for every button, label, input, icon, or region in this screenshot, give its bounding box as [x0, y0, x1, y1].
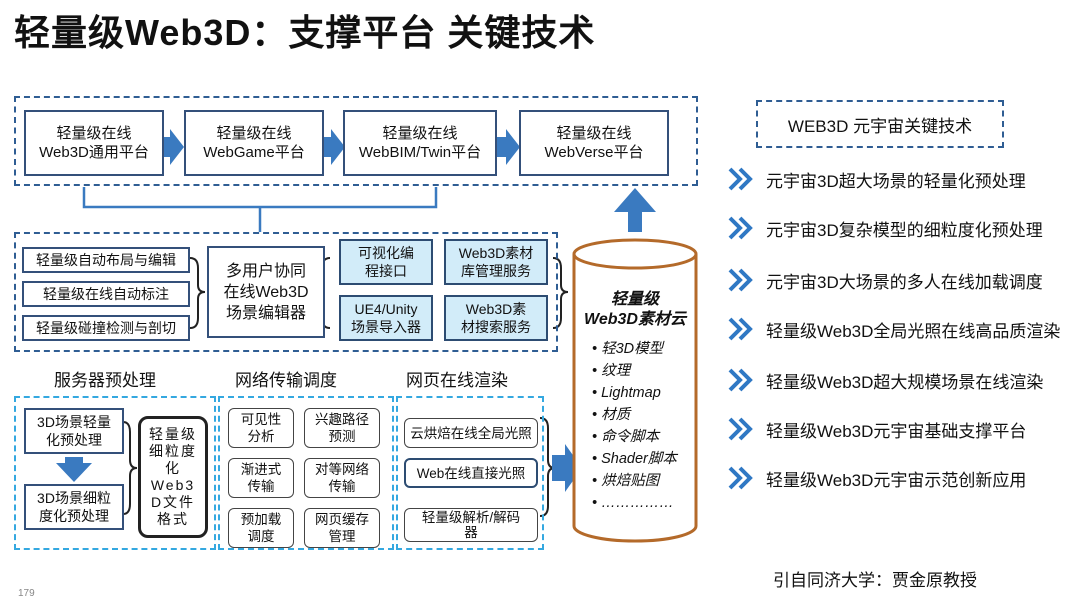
cloud-item: • ……………: [592, 495, 674, 511]
key-tech-text: 轻量级Web3D超大规模场景在线渲染: [766, 372, 1044, 392]
connector-line: [82, 187, 438, 232]
cloud-item: • 命令脚本: [592, 429, 660, 445]
preload-scheduling: 预加载 调度: [228, 508, 294, 548]
material-cloud-list: • 轻3D模型 • 纹理 • Lightmap • 材质 • 命令脚本 • Sh…: [592, 338, 694, 514]
key-tech-item: 轻量级Web3D超大规模场景在线渲染: [728, 365, 1043, 395]
key-tech-item: 元宇宙3D复杂模型的细粒度化预处理: [728, 213, 1043, 243]
collaborative-scene-editor: 多用户协同 在线Web3D 场景编辑器: [207, 246, 325, 338]
page-number: 179: [18, 588, 35, 599]
key-tech-text: 轻量级Web3D元宇宙基础支撑平台: [766, 421, 1027, 441]
platform-container: [14, 96, 698, 186]
web-rendering-label: 网页在线渲染: [406, 371, 508, 390]
brace-server: [122, 421, 138, 515]
cloud-baked-gi: 云烘焙在线全局光照: [404, 418, 538, 448]
double-chevron-icon: [728, 368, 753, 392]
brace-left: [189, 257, 206, 329]
cloud-item: • 材质: [592, 407, 631, 423]
lightweight-preprocess: 3D场景轻量 化预处理: [24, 408, 124, 454]
material-search-service: Web3D素 材搜索服务: [444, 295, 548, 341]
progressive-transmission: 渐进式 传输: [228, 458, 294, 498]
key-tech-item: 轻量级Web3D元宇宙基础支撑平台: [728, 414, 1026, 444]
visibility-analysis: 可见性 分析: [228, 408, 294, 448]
arrow-right-icon: [552, 444, 582, 492]
collision-detection-clipping: 轻量级碰撞检测与剖切: [22, 315, 190, 341]
cloud-item: • Shader脚本: [592, 451, 677, 467]
auto-layout-edit: 轻量级自动布局与编辑: [22, 247, 190, 273]
cloud-item: • 烘焙贴图: [592, 473, 660, 489]
material-library-service: Web3D素材 库管理服务: [444, 239, 548, 285]
key-tech-header: WEB3D 元宇宙关键技术: [756, 100, 1004, 148]
p2p-transmission: 对等网络 传输: [304, 458, 380, 498]
arrow-down-icon: [56, 457, 92, 482]
double-chevron-icon: [728, 317, 753, 341]
interest-path-prediction: 兴趣路径 预测: [304, 408, 380, 448]
platform-web3d-general: 轻量级在线 Web3D通用平台: [24, 110, 164, 176]
key-tech-text: 元宇宙3D大场景的多人在线加载调度: [766, 272, 1043, 292]
web-cache-management: 网页缓存 管理: [304, 508, 380, 548]
cloud-item: • 纹理: [592, 363, 631, 379]
online-auto-annotation: 轻量级在线自动标注: [22, 281, 190, 307]
key-tech-text: 元宇宙3D复杂模型的细粒度化预处理: [766, 220, 1043, 240]
online-direct-lighting: Web在线直接光照: [404, 458, 538, 488]
material-cloud-title: 轻量级 Web3D素材云: [584, 291, 686, 328]
page-title: 轻量级Web3D：支撑平台 关键技术: [14, 12, 596, 53]
network-scheduling-label: 网络传输调度: [235, 371, 337, 390]
network-section: [218, 396, 394, 550]
double-chevron-icon: [728, 216, 753, 240]
key-tech-text: 轻量级Web3D全局光照在线高品质渲染: [766, 321, 1061, 341]
visual-programming-interface: 可视化编 程接口: [339, 239, 433, 285]
lightweight-parser-decoder: 轻量级解析/解码 器: [404, 508, 538, 542]
render-section: [396, 396, 544, 550]
key-tech-item: 轻量级Web3D全局光照在线高品质渲染: [728, 314, 1060, 344]
material-cloud-cylinder: [572, 238, 698, 543]
double-chevron-icon: [728, 466, 753, 490]
platform-webgame: 轻量级在线 WebGame平台: [184, 110, 324, 176]
cloud-item: • Lightmap: [592, 385, 661, 401]
arrow-up-icon: [614, 188, 656, 232]
finegrain-preprocess: 3D场景细粒 度化预处理: [24, 484, 124, 530]
double-chevron-icon: [728, 417, 753, 441]
brace-cloud: [552, 257, 569, 329]
key-tech-text: 轻量级Web3D元宇宙示范创新应用: [766, 470, 1027, 490]
server-section: [14, 396, 216, 550]
double-chevron-icon: [728, 167, 753, 191]
editor-container: [14, 232, 558, 352]
double-chevron-icon: [728, 268, 753, 292]
key-tech-item: 轻量级Web3D元宇宙示范创新应用: [728, 463, 1026, 493]
arrow-right-icon: [491, 129, 520, 165]
ue4-unity-importer: UE4/Unity 场景导入器: [339, 295, 433, 341]
source-citation: 引自同济大学：贾金原教授: [773, 571, 977, 590]
key-tech-text: 元宇宙3D超大场景的轻量化预处理: [766, 171, 1026, 191]
server-preprocess-label: 服务器预处理: [54, 371, 156, 390]
cloud-item: • 轻3D模型: [592, 341, 664, 357]
platform-webverse: 轻量级在线 WebVerse平台: [519, 110, 669, 176]
key-tech-item: 元宇宙3D大场景的多人在线加载调度: [728, 265, 1043, 295]
web3d-file-format: 轻量级 细粒度 化 Web3 D文件 格式: [138, 416, 208, 538]
key-tech-item: 元宇宙3D超大场景的轻量化预处理: [728, 164, 1026, 194]
platform-webbim-twin: 轻量级在线 WebBIM/Twin平台: [343, 110, 497, 176]
